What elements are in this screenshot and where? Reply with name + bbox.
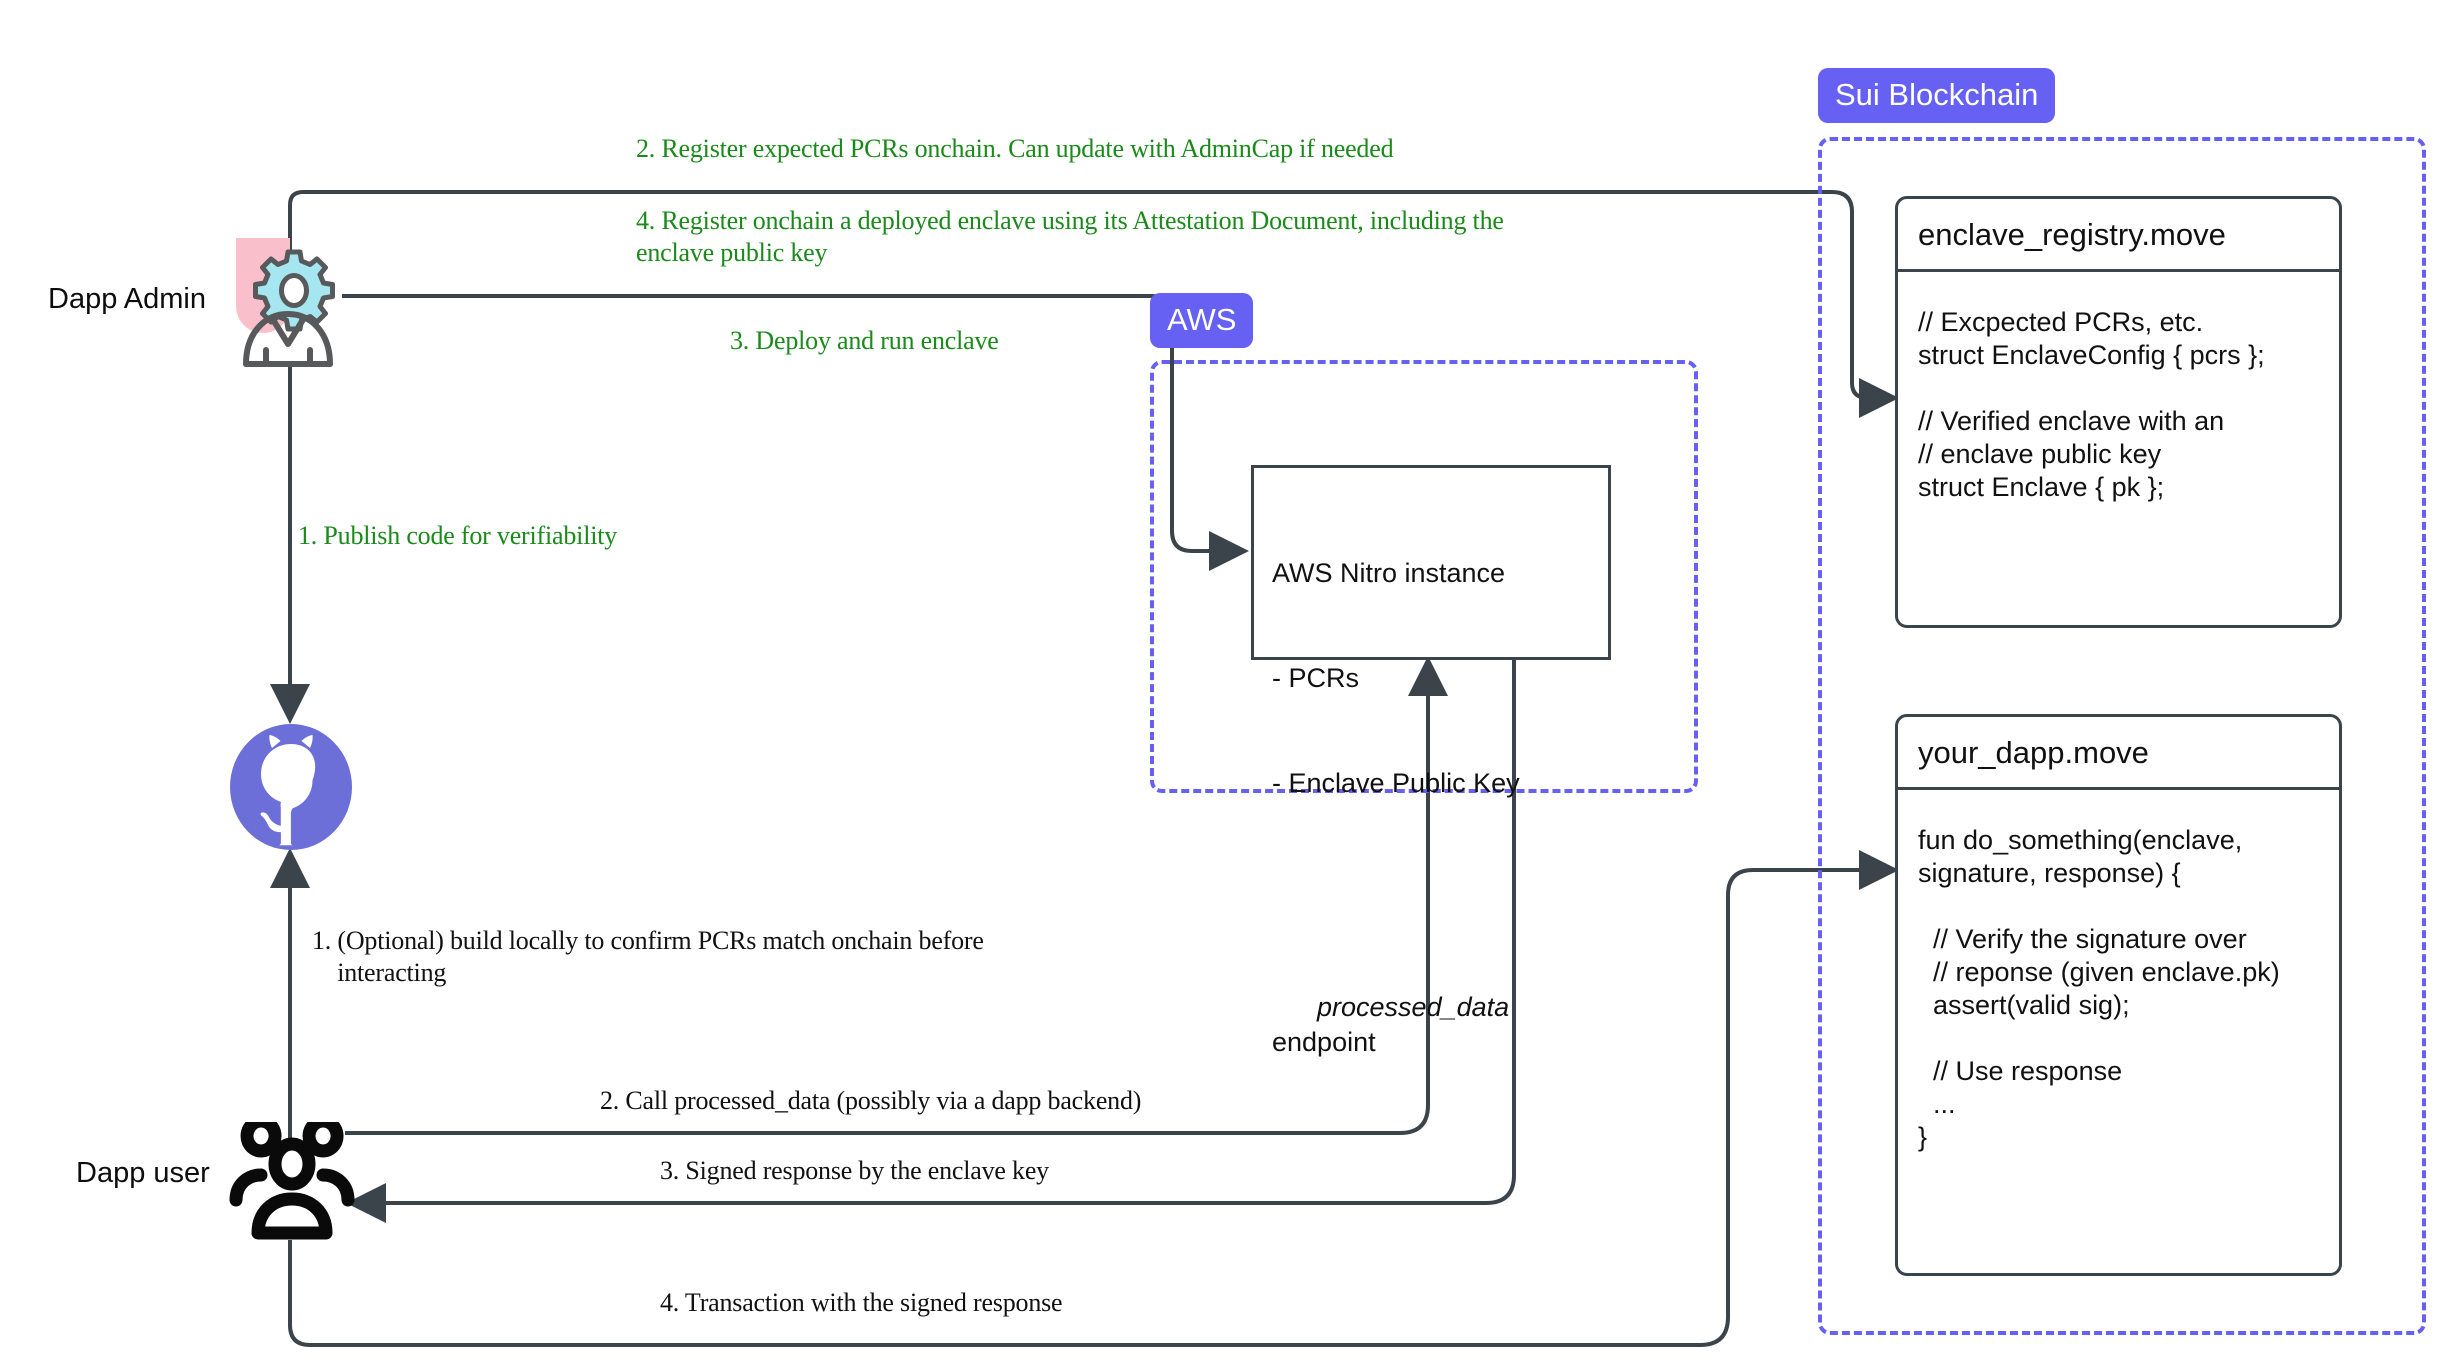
sui-blockchain-badge: Sui Blockchain: [1818, 68, 2056, 123]
person-with-gear-icon: [236, 238, 335, 367]
wire-user-to-endpoint: [345, 656, 1448, 1135]
flow-label-publish-code: 1. Publish code for verifiability: [298, 521, 618, 550]
module-body-your-dapp: fun do_something(enclave, signature, res…: [1918, 825, 2280, 1152]
flow-label-transaction: 4. Transaction with the signed response: [660, 1288, 1063, 1317]
endpoint-suffix: endpoint: [1272, 992, 1517, 1057]
group-of-users-icon: [229, 1122, 355, 1240]
github-octocat-icon: [230, 724, 352, 850]
module-header-your-dapp: your_dapp.move: [1898, 717, 2339, 790]
dapp-user-label: Dapp user: [76, 1157, 210, 1189]
nitro-line-2: - PCRs: [1272, 663, 1359, 693]
nitro-line-3: - Enclave Public Key: [1272, 768, 1520, 798]
nitro-endpoint-line: processed_data endpoint: [1272, 955, 1608, 1095]
flow-label-register-enclave: 4. Register onchain a deployed enclave u…: [636, 206, 1504, 267]
aws-nitro-instance-box: AWS Nitro instance - PCRs - Enclave Publ…: [1251, 465, 1611, 1057]
aws-badge: AWS: [1150, 293, 1254, 348]
module-box-your-dapp: your_dapp.move fun do_something(enclave,…: [1895, 714, 2342, 1276]
flow-label-deploy-enclave: 3. Deploy and run enclave: [730, 326, 999, 355]
flow-label-register-pcrs: 2. Register expected PCRs onchain. Can u…: [636, 134, 1394, 163]
module-header-enclave-registry: enclave_registry.move: [1898, 199, 2339, 272]
aws-zone: [1150, 360, 1698, 793]
flow-label-call-processed-data: 2. Call processed_data (possibly via a d…: [600, 1086, 1142, 1115]
nitro-line-1: AWS Nitro instance: [1272, 558, 1506, 588]
sui-blockchain-zone: [1818, 137, 2426, 1335]
module-box-enclave-registry: enclave_registry.move // Excpected PCRs,…: [1895, 196, 2342, 628]
module-body-enclave-registry: // Excpected PCRs, etc. struct EnclaveCo…: [1918, 307, 2265, 502]
wire-user-to-dapp: [288, 850, 1899, 1347]
flow-label-signed-response: 3. Signed response by the enclave key: [660, 1156, 1049, 1185]
endpoint-name: processed_data: [1317, 992, 1510, 1022]
wire-endpoint-to-user: [346, 658, 1516, 1223]
flow-label-optional-build: 1. (Optional) build locally to confirm P…: [312, 926, 984, 987]
wire-admin-to-registry: [288, 190, 1899, 418]
dapp-admin-label: Dapp Admin: [48, 283, 206, 315]
